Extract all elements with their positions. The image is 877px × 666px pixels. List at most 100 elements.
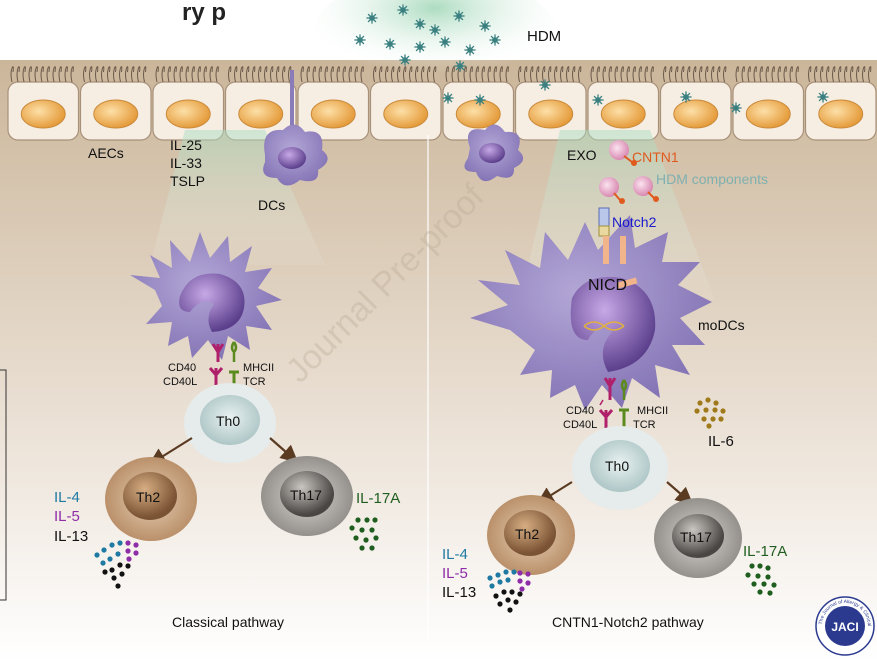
cytokine-dot bbox=[703, 407, 709, 413]
cytokine-dot bbox=[125, 563, 131, 569]
cytokine-dot bbox=[355, 517, 361, 523]
left-mhcii-label: MHCII bbox=[243, 362, 274, 374]
modcs-label: moDCs bbox=[698, 317, 745, 333]
cytokine-dot bbox=[749, 563, 755, 569]
left-il5-label: IL-5 bbox=[54, 508, 80, 525]
mite-icon bbox=[592, 94, 604, 106]
left-il17a-label: IL-17A bbox=[356, 490, 400, 507]
cytokine-dot bbox=[364, 517, 370, 523]
epithelial-cell bbox=[7, 66, 80, 141]
cytokine-dot bbox=[107, 556, 113, 562]
cytokine-dot bbox=[115, 551, 121, 557]
notch2-receptor bbox=[598, 207, 638, 289]
cytokine-dot bbox=[487, 575, 493, 581]
cytokine-dot bbox=[710, 416, 716, 422]
mite-icon bbox=[474, 94, 486, 106]
mite-icon bbox=[680, 91, 692, 103]
cytokine-dot bbox=[757, 563, 763, 569]
cytokine-tslp: TSLP bbox=[170, 173, 205, 189]
cytokine-dot bbox=[513, 599, 519, 605]
mite-icon bbox=[384, 38, 396, 50]
cytokine-dot bbox=[511, 569, 517, 575]
epithelial-cell bbox=[732, 66, 805, 141]
exosome-3 bbox=[633, 176, 659, 202]
left-th2-label: Th2 bbox=[136, 489, 160, 505]
mite-icon bbox=[453, 10, 465, 22]
right-th2-cell bbox=[487, 495, 575, 575]
mite-icon bbox=[464, 44, 476, 56]
cytokine-dot bbox=[713, 400, 719, 406]
right-cytokine-dots bbox=[487, 397, 777, 613]
cytokine-dot bbox=[100, 560, 106, 566]
right-th2-label: Th2 bbox=[515, 526, 539, 542]
cytokine-dot bbox=[101, 547, 107, 553]
cytokine-dot bbox=[369, 527, 375, 533]
left-th17-label: Th17 bbox=[290, 487, 322, 503]
epithelial-cell bbox=[369, 66, 442, 141]
cytokine-dot bbox=[133, 550, 139, 556]
cytokine-dot bbox=[765, 565, 771, 571]
cytokine-dot bbox=[712, 407, 718, 413]
right-il17a-label: IL-17A bbox=[743, 543, 787, 560]
cytokine-dot bbox=[119, 571, 125, 577]
epithelial-cell bbox=[587, 66, 660, 141]
cytokine-dot bbox=[505, 577, 511, 583]
cytokine-dot bbox=[507, 607, 513, 613]
cytokine-dot bbox=[497, 601, 503, 607]
left-arrow-to-th17 bbox=[269, 437, 299, 463]
left-cd40-label: CD40 bbox=[168, 362, 196, 374]
mite-icon bbox=[414, 18, 426, 30]
left-il4-label: IL-4 bbox=[54, 489, 80, 506]
cytokine-dot bbox=[117, 540, 123, 546]
cytokine-dot bbox=[359, 545, 365, 551]
mite-icon bbox=[354, 34, 366, 46]
left-th2-cell bbox=[105, 457, 197, 541]
cytokine-dot bbox=[497, 579, 503, 585]
exosome-2 bbox=[599, 177, 625, 204]
mite-icon bbox=[414, 41, 426, 53]
epithelial-cell bbox=[514, 66, 587, 141]
cytokine-dot bbox=[109, 542, 115, 548]
cytokine-dot bbox=[767, 590, 773, 596]
right-cd40l-label: CD40L bbox=[563, 419, 597, 431]
cytokine-dot bbox=[126, 556, 132, 562]
epithelial-cell bbox=[152, 66, 225, 141]
left-cytokine-dots bbox=[94, 517, 379, 589]
cytokine-dot bbox=[718, 416, 724, 422]
left-dendritic-cell bbox=[130, 232, 282, 360]
mite-icon bbox=[489, 34, 501, 46]
right-il4-label: IL-4 bbox=[442, 546, 468, 563]
exosome-1 bbox=[609, 140, 637, 166]
cytokine-dot bbox=[125, 540, 131, 546]
mite-icon bbox=[439, 36, 451, 48]
cntn1-label: CNTN1 bbox=[632, 149, 679, 165]
mite-icon bbox=[479, 20, 491, 32]
cytokine-dot bbox=[755, 573, 761, 579]
mite-icon bbox=[397, 4, 409, 16]
left-th17-cell bbox=[261, 456, 353, 536]
mite-icon bbox=[539, 79, 551, 91]
cytokine-dot bbox=[525, 571, 531, 577]
cytokine-dot bbox=[525, 580, 531, 586]
cytokine-dot bbox=[771, 582, 777, 588]
left-caption: Classical pathway bbox=[172, 614, 284, 630]
cytokine-dot bbox=[111, 575, 117, 581]
cytokine-dot bbox=[117, 562, 123, 568]
left-signal-cone bbox=[150, 130, 325, 265]
mite-icon bbox=[454, 60, 466, 72]
left-th0-cell bbox=[184, 383, 276, 463]
right-th0-cell bbox=[572, 426, 668, 510]
cytokine-dot bbox=[517, 578, 523, 584]
mite-icon bbox=[817, 91, 829, 103]
epithelial-layer bbox=[7, 66, 877, 141]
right-arrow-to-th17 bbox=[666, 481, 694, 505]
right-modc-cell bbox=[470, 215, 712, 410]
epithelial-cell bbox=[79, 66, 152, 141]
mite-icon bbox=[399, 54, 411, 66]
right-th0-label: Th0 bbox=[605, 458, 629, 474]
mite-icon bbox=[429, 24, 441, 36]
cytokine-dot bbox=[363, 537, 369, 543]
epithelial-cell bbox=[224, 66, 297, 141]
right-epithelial-dc bbox=[464, 124, 524, 182]
